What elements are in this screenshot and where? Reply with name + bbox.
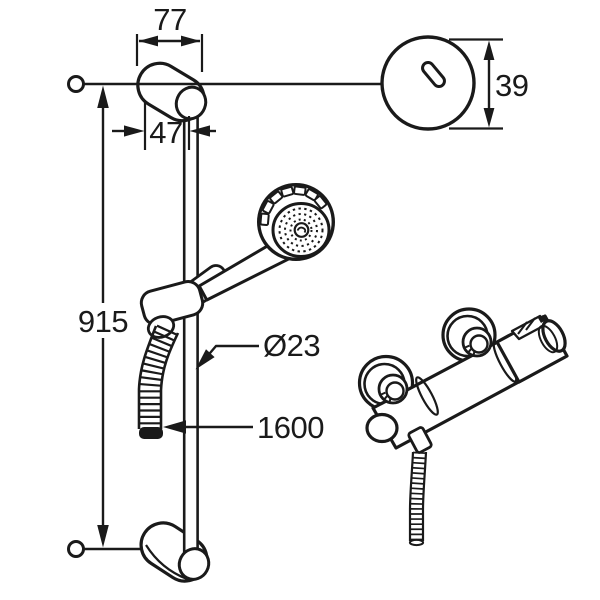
arrow-down-icon: [483, 108, 495, 128]
bottom-bracket-socket: [177, 547, 211, 581]
shower-rail: [182, 92, 199, 554]
control-handle: [495, 314, 569, 384]
shower-hose: [137, 324, 180, 439]
hose-outlet: [407, 426, 433, 454]
wall-reference-top: [67, 75, 382, 93]
temperature-handle-cap: [365, 412, 399, 444]
body-joint-ring: [415, 376, 439, 416]
spray-face: [271, 202, 331, 258]
thermostatic-mixer: [357, 307, 569, 547]
arrow-up-icon: [483, 40, 495, 60]
leader-arrow-icon: [163, 420, 186, 434]
arrow-up-icon: [97, 85, 109, 108]
label-hose-length-text: 1600: [257, 410, 324, 445]
bracket-slot: [421, 60, 446, 89]
dimension-bracket-depth: 39: [449, 38, 529, 130]
arrow-down-icon: [97, 525, 109, 548]
hand-shower-head: [257, 182, 336, 261]
mixer-hose: [408, 451, 428, 547]
arrow-right-icon: [181, 35, 201, 47]
head-logo: [293, 222, 310, 238]
dimension-bracket-width-label: 77: [153, 2, 186, 37]
dimension-rail-length: 915: [78, 85, 129, 548]
spray-nozzle-rings: [278, 207, 324, 253]
dimension-rail-length-label: 915: [78, 304, 128, 339]
bracket-base-outline: [380, 35, 476, 131]
wall-point-icon: [67, 540, 85, 558]
top-wall-bracket: [136, 61, 208, 123]
top-bracket-socket: [174, 85, 208, 121]
handle-marker: [538, 315, 546, 323]
dimension-wall-offset: 47: [112, 100, 216, 150]
wall-point-icon: [67, 75, 85, 93]
dimension-bracket-width: 77: [135, 2, 204, 72]
label-hose-length: 1600: [163, 410, 325, 445]
wall-reference-bottom: [67, 540, 140, 558]
mixer-nut-upper: [461, 326, 493, 358]
mixer-nut-lower: [377, 373, 409, 405]
dimension-bracket-depth-label: 39: [495, 68, 528, 103]
head-rim-segments: [259, 185, 328, 226]
arrow-left-icon: [189, 125, 210, 137]
leader-arrow-icon: [195, 349, 215, 370]
hose-end-cap: [139, 427, 163, 439]
bracket-top-view: [380, 35, 476, 131]
hose-end: [408, 538, 425, 547]
label-rail-diameter-text: Ø23: [263, 328, 320, 363]
arrow-left-icon: [138, 35, 158, 47]
arrow-right-icon: [124, 125, 145, 137]
label-rail-diameter: Ø23: [195, 328, 321, 370]
dimension-wall-offset-label: 47: [149, 115, 182, 150]
